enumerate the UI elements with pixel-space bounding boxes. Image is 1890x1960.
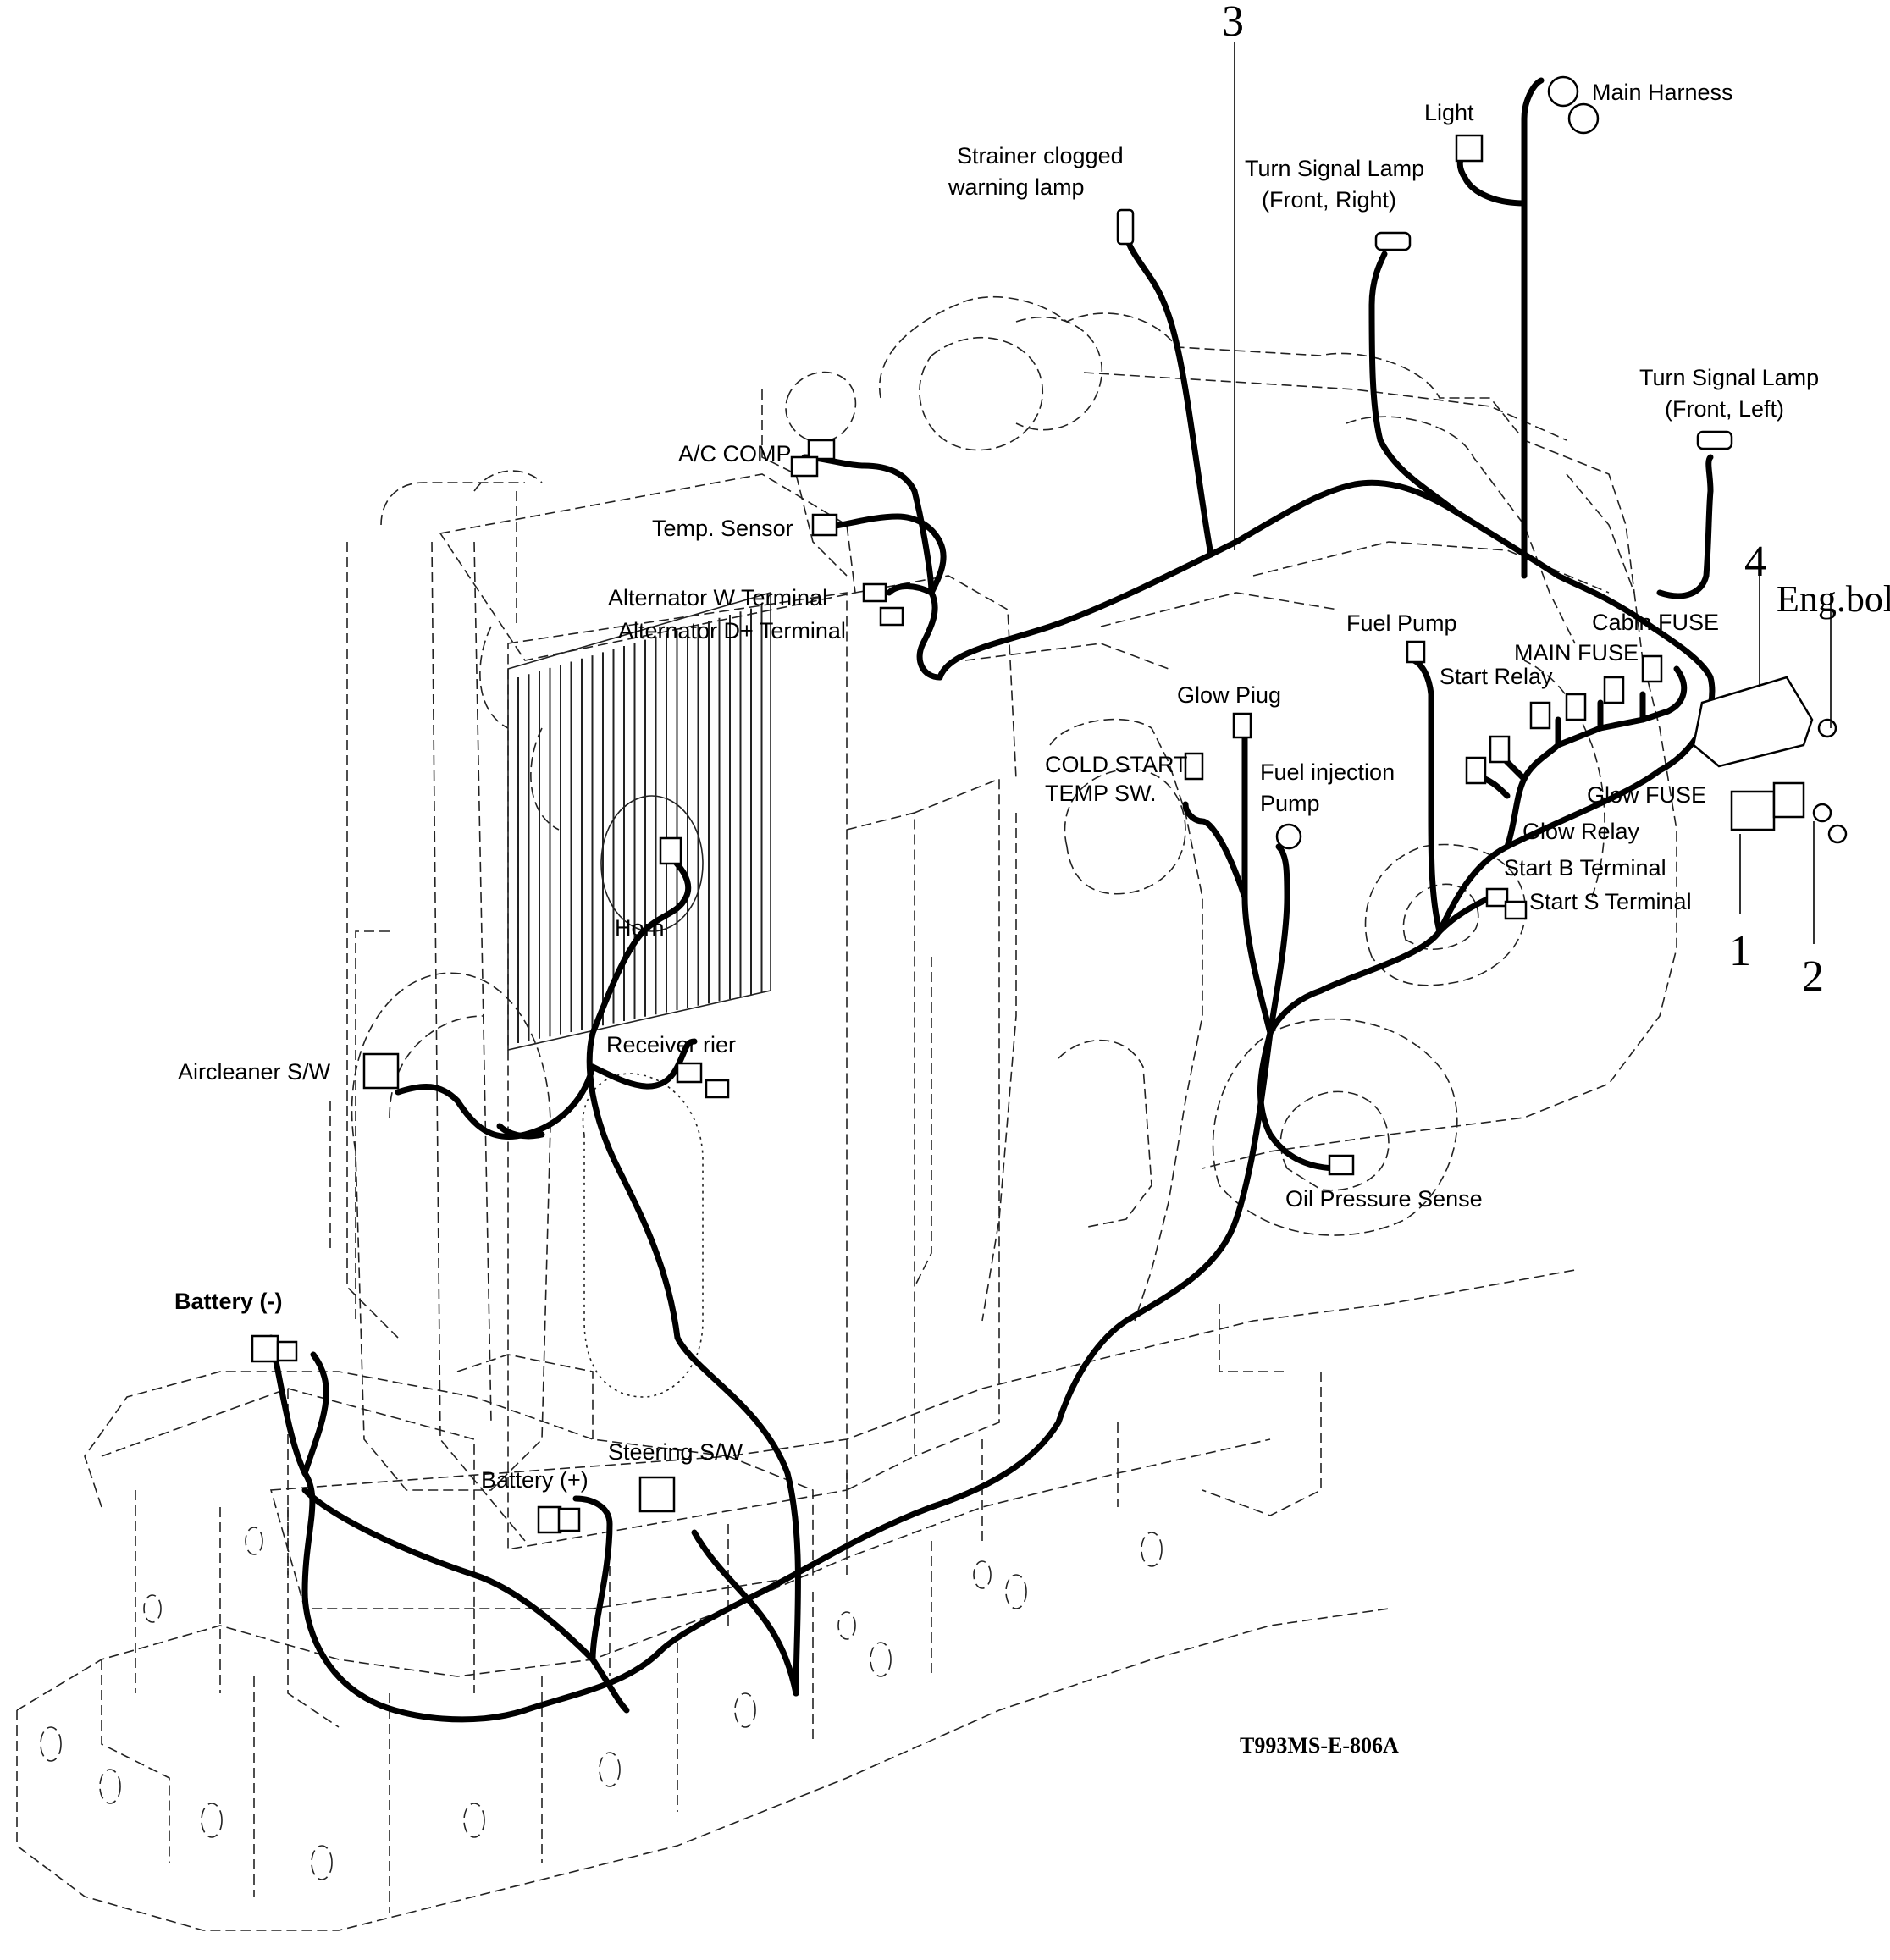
label-oil-pressure: Oil Pressure Sense <box>1285 1186 1483 1212</box>
label-drawing-code: T993MS-E-806A <box>1240 1733 1399 1758</box>
label-glow-relay: Glow Relay <box>1522 819 1640 844</box>
main-fuse-connector-2 <box>1565 693 1587 721</box>
label-temp-sensor: Temp. Sensor <box>652 516 793 541</box>
callout-leaders <box>1234 42 1832 944</box>
label-cold-start-1: COLD START <box>1045 752 1188 777</box>
ac-comp-connector <box>807 439 836 461</box>
glow-relay-connector <box>1465 756 1487 785</box>
battery-neg-connector-2 <box>276 1340 298 1362</box>
battery-pos-connector <box>537 1505 562 1534</box>
label-alt-d: Alternator D+ Terminal <box>618 618 846 643</box>
aircleaner-connector <box>362 1052 400 1090</box>
ac-comp-connector-2 <box>790 455 819 478</box>
label-fuel-injection-2: Pump <box>1260 791 1320 816</box>
label-battery-neg: Battery (-) <box>174 1289 283 1314</box>
start-b-connector <box>1485 887 1509 908</box>
relay-1b <box>1772 781 1805 819</box>
label-cold-start-2: TEMP SW. <box>1045 781 1157 806</box>
fuel-pump-connector <box>1406 640 1426 664</box>
bolt-2b <box>1827 824 1848 844</box>
label-turn-left-2: (Front, Left) <box>1665 396 1784 422</box>
radiator-core <box>507 591 771 1398</box>
label-aircleaner: Aircleaner S/W <box>178 1059 331 1085</box>
horn-connector <box>659 836 682 865</box>
label-start-s: Start S Terminal <box>1529 889 1692 914</box>
callout-3: 3 <box>1222 0 1244 46</box>
label-light: Light <box>1424 100 1474 125</box>
label-turn-right-2: (Front, Right) <box>1262 187 1396 213</box>
label-strainer-2: warning lamp <box>948 174 1085 200</box>
relay-1 <box>1730 790 1776 831</box>
connectors <box>251 75 1848 1534</box>
labels: Strainer clogged warning lamp Turn Signa… <box>174 80 1890 1758</box>
label-fuel-injection-1: Fuel injection <box>1260 759 1395 785</box>
oil-pressure-connector <box>1328 1154 1355 1176</box>
label-horn: Horn <box>615 915 665 941</box>
label-main-harness: Main Harness <box>1592 80 1733 105</box>
steering-connector <box>638 1476 676 1513</box>
glow-fuse-connector <box>1489 735 1511 764</box>
main-fuse-connector <box>1603 676 1625 704</box>
engine-outline <box>16 295 1677 1931</box>
label-turn-right-1: Turn Signal Lamp <box>1245 156 1424 181</box>
fuel-injection-connector <box>1275 823 1302 850</box>
start-relay-connector <box>1529 701 1551 730</box>
main-harness-connector-2 <box>1567 102 1600 135</box>
callout-2: 2 <box>1802 952 1824 1001</box>
label-start-b: Start B Terminal <box>1504 855 1666 881</box>
wiring-harness <box>268 77 1716 1723</box>
alt-d-connector <box>879 606 904 627</box>
label-alt-w: Alternator W Terminal <box>608 585 827 610</box>
label-battery-pos: Battery (+) <box>481 1467 589 1493</box>
start-s-connector <box>1504 900 1528 920</box>
callout-1: 1 <box>1729 927 1751 975</box>
label-glow-plug: Glow Piug <box>1177 682 1281 708</box>
label-glow-fuse: Glow FUSE <box>1587 782 1706 808</box>
turn-left-connector <box>1696 430 1733 450</box>
battery-neg-connector <box>251 1334 279 1363</box>
glow-plug-connector <box>1232 712 1252 739</box>
light-connector <box>1455 134 1484 163</box>
relay-bracket <box>1692 676 1814 768</box>
eng-bolt <box>1817 718 1838 738</box>
battery-pos-connector-2 <box>557 1507 581 1532</box>
label-strainer-1: Strainer clogged <box>957 143 1124 168</box>
turn-right-connector <box>1374 231 1412 251</box>
label-ac-comp: A/C COMP <box>678 441 792 467</box>
label-start-relay: Start Relay <box>1440 664 1553 689</box>
label-fuel-pump: Fuel Pump <box>1346 610 1457 636</box>
label-steering: Steering S/W <box>608 1439 743 1465</box>
receiver-connector <box>676 1062 703 1084</box>
label-turn-left-1: Turn Signal Lamp <box>1639 365 1819 390</box>
alt-w-connector <box>862 582 887 603</box>
temp-sensor-connector <box>811 513 838 537</box>
callout-4: 4 <box>1744 538 1766 586</box>
callouts: 3 4 1 2 <box>1222 0 1824 1001</box>
receiver-connector-2 <box>705 1079 730 1099</box>
strainer-connector <box>1116 208 1135 246</box>
label-eng-bolt: Eng.bolt <box>1777 578 1890 620</box>
label-main-fuse: MAIN FUSE <box>1514 640 1639 665</box>
bolt-2a <box>1812 803 1832 823</box>
label-receiver: Receiver rier <box>606 1032 736 1057</box>
cabin-fuse-connector <box>1641 654 1663 683</box>
cold-start-connector <box>1184 752 1204 781</box>
label-cabin-fuse: Cabin FUSE <box>1592 610 1719 635</box>
main-harness-connector <box>1547 75 1579 108</box>
